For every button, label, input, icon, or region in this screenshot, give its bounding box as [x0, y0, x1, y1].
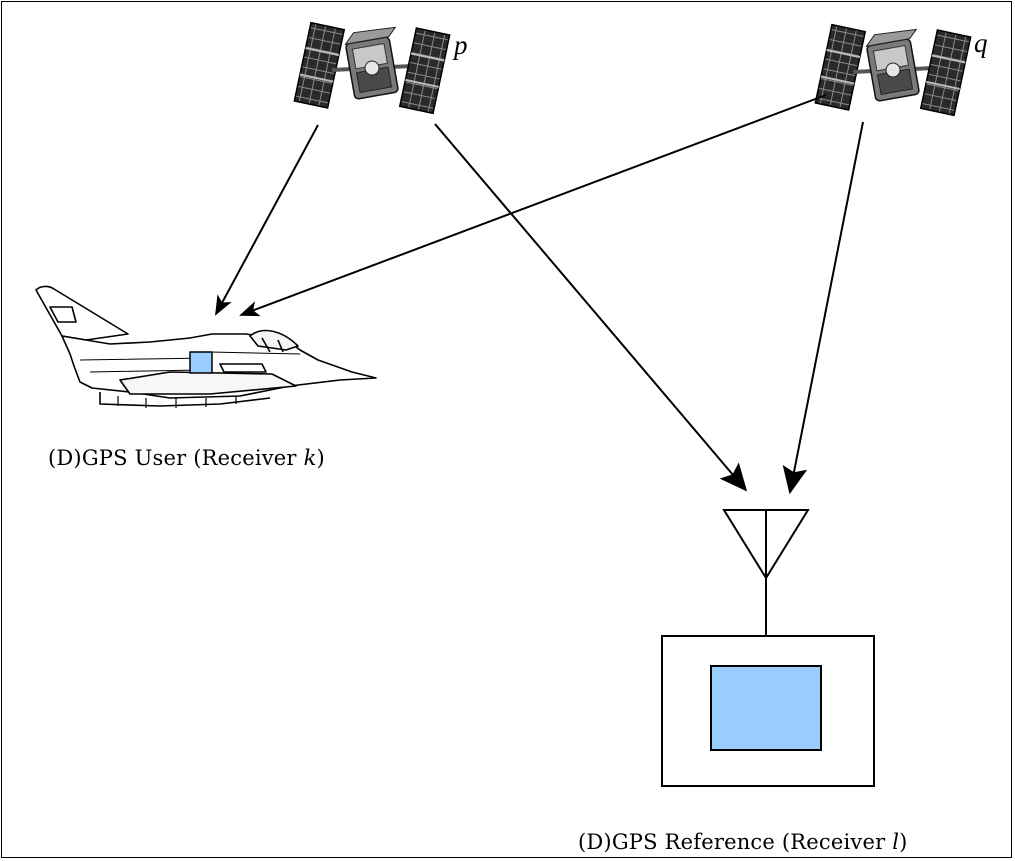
user-caption-suffix: ): [316, 446, 325, 470]
user-receiver-box: [189, 351, 213, 374]
signal-paths: [215, 94, 864, 495]
satellite-label-p: p: [454, 30, 468, 60]
reference-caption-prefix: (D)GPS Reference (Receiver: [578, 830, 893, 854]
user-caption-prefix: (D)GPS User (Receiver: [48, 446, 304, 470]
user-receiver-symbol: k: [303, 446, 317, 470]
signal-p-to-user: [215, 124, 319, 316]
satellite-icon: [813, 22, 973, 118]
signal-p-to-reference: [434, 123, 748, 492]
jet-aircraft-icon: [35, 285, 377, 408]
reference-receiver-unit: [710, 665, 822, 751]
receiver-box-icon: [661, 635, 875, 787]
reference-caption: (D)GPS Reference (Receiver l): [578, 830, 908, 854]
signal-q-to-reference: [782, 121, 864, 495]
user-caption: (D)GPS User (Receiver k): [48, 446, 325, 470]
reference-receiver-symbol: l: [892, 830, 900, 854]
reference-caption-suffix: ): [899, 830, 908, 854]
signal-q-to-user: [239, 94, 827, 317]
satellite-icon: [292, 20, 452, 116]
satellite-label-q: q: [974, 28, 988, 58]
